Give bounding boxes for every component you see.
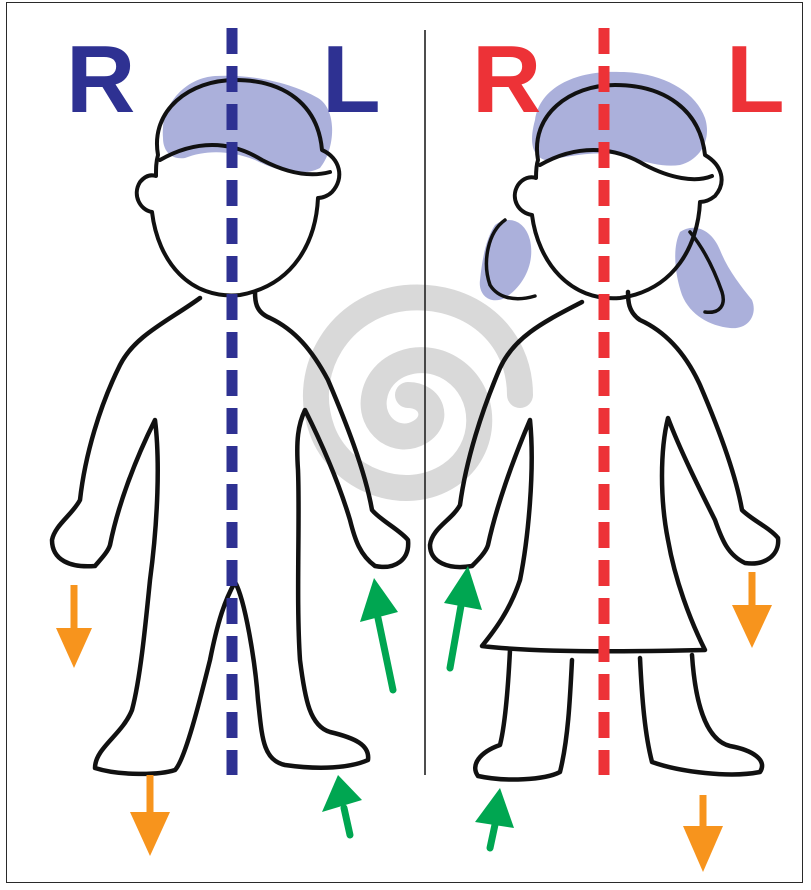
girl-left-label: L [726,32,785,128]
boy-right-label: R [66,32,135,128]
girl-right-label: R [472,32,541,128]
arrow-down-icon [56,585,92,668]
arrow-down-icon [130,775,170,856]
boy-left-label: L [322,32,381,128]
arrow-down-icon [732,572,772,648]
arrow-down-icon [683,795,723,872]
arrow-up-icon [475,788,514,848]
boy-figure [52,28,408,775]
arrow-up-icon [322,775,362,835]
arrow-up-icon [444,566,482,668]
girl-legs [475,650,762,779]
arrow-up-icon [360,578,398,690]
